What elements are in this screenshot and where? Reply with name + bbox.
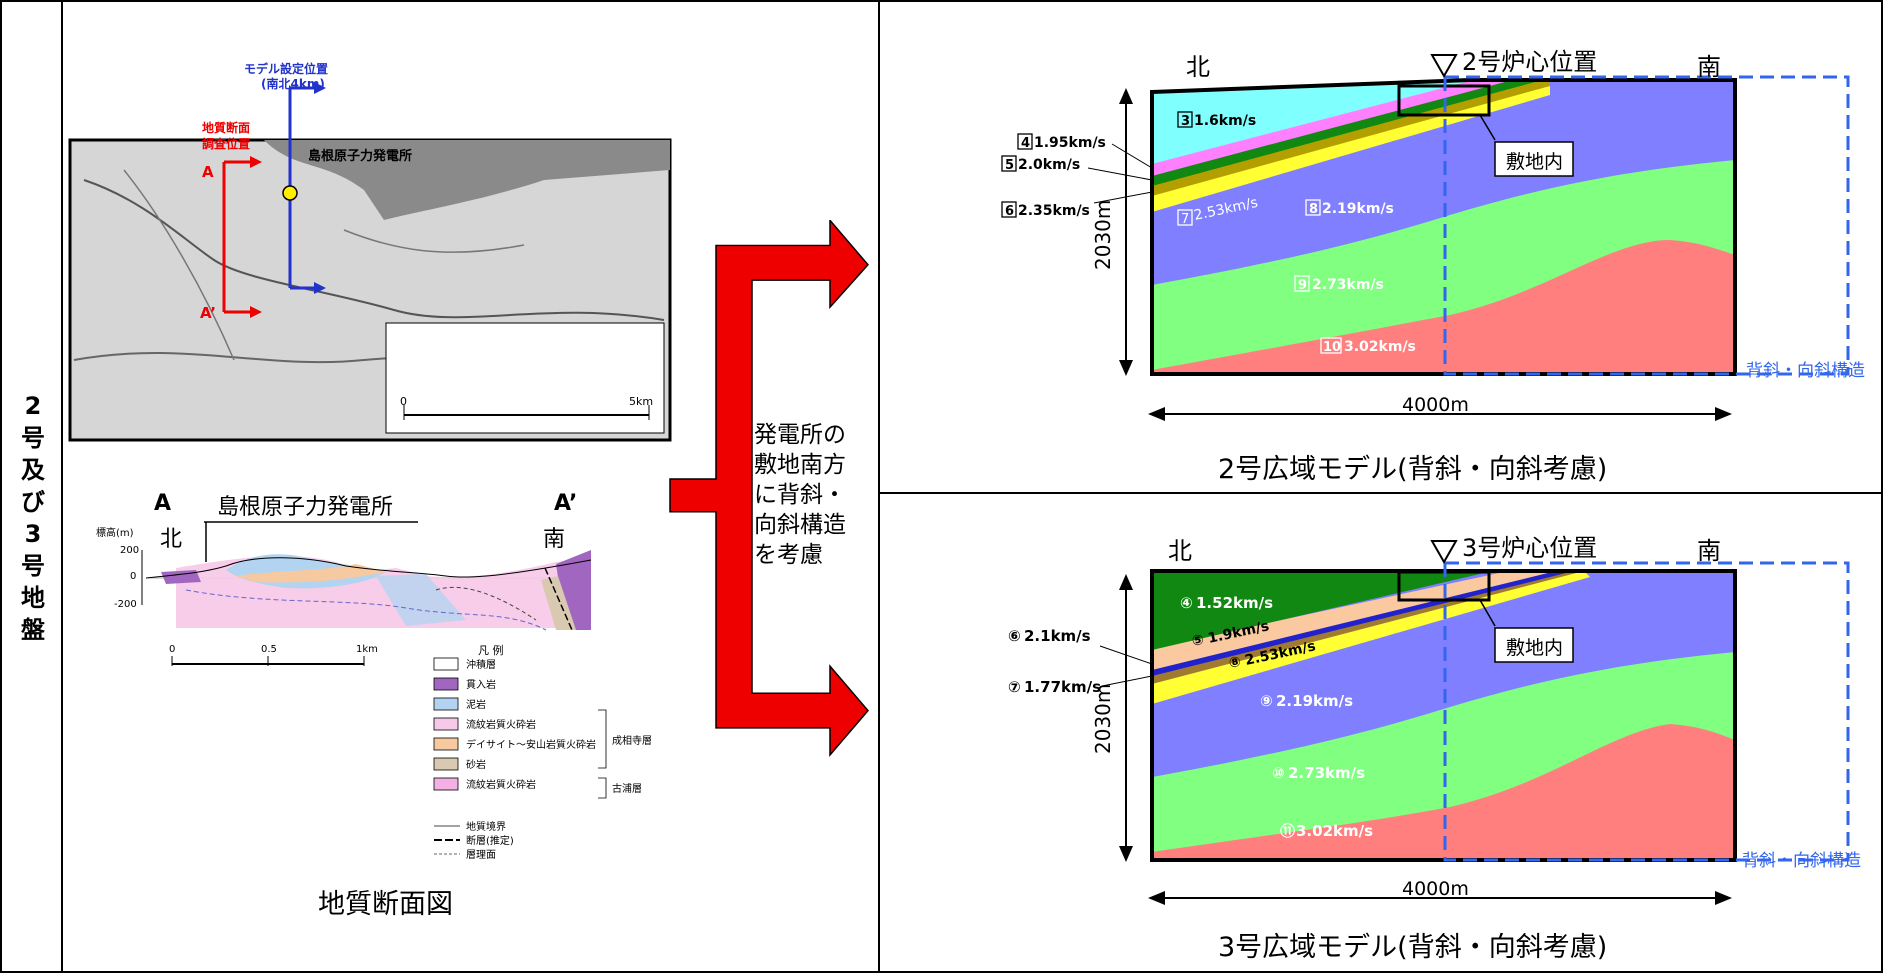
m3-layer7-velocity: 1.77km/s	[1024, 678, 1101, 696]
y-tick-0: 0	[130, 571, 136, 582]
scale-tick-0: 0	[169, 644, 175, 655]
m2-width-label: 4000m	[1402, 394, 1469, 416]
m2-layer10-velocity: 3.02km/s	[1344, 339, 1416, 355]
model-2-caption: 2号広域モデル(背斜・向斜考慮)	[1218, 454, 1608, 485]
m3-depth-label: 2030m	[1091, 684, 1115, 754]
model-position-sub: (南北4km)	[261, 76, 325, 91]
scale-tick-05: 0.5	[261, 644, 277, 655]
m3-layer10-velocity: 2.73km/s	[1288, 764, 1365, 782]
legend-group-2: 古浦層	[612, 782, 642, 795]
m3-layer6-velocity: 2.1km/s	[1024, 627, 1091, 645]
legend-swatch	[433, 697, 459, 711]
map-scale-end: 5km	[629, 395, 653, 408]
m2-layer3-num: 3	[1181, 114, 1190, 129]
m2-south: 南	[1697, 53, 1721, 81]
legend-item-label: 砂岩	[466, 758, 486, 771]
section-location-label-2: 調査位置	[202, 136, 250, 151]
m2-layer6-velocity: 2.35km/s	[1018, 203, 1090, 219]
red-bracket-arrow	[669, 220, 869, 757]
section-north: 北	[160, 527, 182, 552]
m3-layer9-num: ⑨	[1260, 692, 1273, 710]
section-south: 南	[543, 527, 565, 552]
m3-layer5-num: ⑤	[1191, 632, 1206, 650]
legend-item-label: 貫入岩	[466, 678, 496, 691]
m2-core-position: 2号炉心位置	[1462, 48, 1597, 76]
m2-layer8-velocity: 2.19km/s	[1322, 201, 1394, 217]
m2-north: 北	[1186, 53, 1210, 81]
section-y-title: 標高(m)	[96, 526, 134, 539]
map-point-a-prime: A’	[200, 304, 216, 322]
model-3-diagram: 北 3号炉心位置 南 敷地内 2030m 4000m 背斜・向斜構造 ④ 1.5…	[1008, 534, 1861, 905]
m3-layer11-num: ⑪	[1280, 822, 1295, 840]
geologic-section: A A’ 島根原子力発電所 北 南 標高(m) 200 0 -200 0 0.5…	[96, 491, 592, 666]
y-tick-neg200: -200	[114, 599, 137, 610]
model-3-caption: 3号広域モデル(背斜・向斜考慮)	[1218, 932, 1608, 963]
m3-layer9-velocity: 2.19km/s	[1276, 692, 1353, 710]
legend-line-boundary: 地質境界	[466, 820, 506, 833]
model-2-diagram: 北 2号炉心位置 南 敷地内 2030m 4000m 背斜・向斜構造 3 1.6…	[1001, 48, 1865, 421]
m3-core-position: 3号炉心位置	[1462, 534, 1597, 562]
section-plant-label: 島根原子力発電所	[217, 495, 393, 520]
plant-marker	[282, 185, 298, 201]
m2-layer7-num: 7	[1181, 212, 1189, 227]
m2-layer5-num: 5	[1005, 158, 1014, 173]
m3-layer8-num: ⑧	[1228, 654, 1243, 672]
m2-depth-label: 2030m	[1091, 200, 1115, 270]
map-plant-label: 島根原子力発電所	[308, 148, 412, 164]
m2-layer8-num: 8	[1309, 202, 1318, 217]
legend-item-label: デイサイト〜安山岩質火砕岩	[466, 738, 596, 751]
scale-tick-1km: 1km	[356, 644, 378, 655]
map-point-a: A	[202, 163, 214, 181]
legend-item-label: 泥岩	[466, 698, 486, 711]
m3-width-label: 4000m	[1402, 878, 1469, 900]
m3-layer4-num: ④	[1180, 594, 1193, 612]
m2-layer5-velocity: 2.0km/s	[1018, 157, 1080, 173]
legend: 凡 例 沖積層貫入岩泥岩流紋岩質火砕岩デイサイト〜安山岩質火砕岩砂岩流紋岩質火砕…	[433, 643, 652, 861]
y-tick-200: 200	[120, 545, 139, 556]
legend-swatch	[433, 737, 459, 751]
m3-layer7-num: ⑦	[1008, 678, 1021, 696]
legend-swatch	[433, 717, 459, 731]
m3-structure-label: 背斜・向斜構造	[1742, 851, 1861, 871]
m3-south: 南	[1697, 537, 1721, 565]
legend-swatch	[433, 757, 459, 771]
m2-layer3-velocity: 1.6km/s	[1194, 113, 1256, 129]
legend-swatch	[433, 657, 459, 671]
legend-line-fault: 断層(推定)	[466, 834, 514, 847]
section-point-a-prime: A’	[554, 491, 577, 516]
legend-item-label: 沖積層	[466, 658, 496, 671]
map-scale-zero: 0	[400, 395, 407, 408]
location-map: 0 5km 地質断面 調査位置 A A’ モデル設定位置 (南北4km) 島根原…	[68, 61, 672, 442]
legend-swatch	[433, 777, 459, 791]
legend-title: 凡 例	[478, 643, 504, 657]
m3-layer4-velocity: 1.52km/s	[1196, 594, 1273, 612]
m3-north: 北	[1168, 537, 1192, 565]
model-position-label: モデル設定位置	[244, 61, 328, 76]
m2-layer6-num: 6	[1005, 204, 1014, 219]
arrow-note: 発電所の敷地南方 に背斜・向斜構造 を考慮	[754, 422, 846, 568]
m2-layer9-velocity: 2.73km/s	[1312, 277, 1384, 293]
m2-site-label: 敷地内	[1506, 151, 1563, 173]
m2-layer4-num: 4	[1021, 136, 1030, 151]
m2-layer9-num: 9	[1298, 278, 1307, 293]
legend-line-bedding: 層理面	[466, 849, 496, 861]
m3-layer10-num: ⑩	[1272, 764, 1285, 782]
legend-group-1: 成相寺層	[612, 734, 652, 747]
section-location-label-1: 地質断面	[202, 120, 250, 135]
legend-item-label: 流紋岩質火砕岩	[466, 718, 536, 731]
m3-site-label: 敷地内	[1506, 637, 1563, 659]
m3-layer6-num: ⑥	[1008, 627, 1021, 645]
legend-item-label: 流紋岩質火砕岩	[466, 778, 536, 791]
m2-layer10-num: 10	[1323, 340, 1341, 355]
m3-layer11-velocity: 3.02km/s	[1296, 822, 1373, 840]
legend-swatch	[433, 677, 459, 691]
m2-layer4-velocity: 1.95km/s	[1034, 135, 1106, 151]
m2-structure-label: 背斜・向斜構造	[1746, 361, 1865, 381]
section-caption: 地質断面図	[318, 889, 453, 920]
section-point-a: A	[154, 491, 171, 516]
